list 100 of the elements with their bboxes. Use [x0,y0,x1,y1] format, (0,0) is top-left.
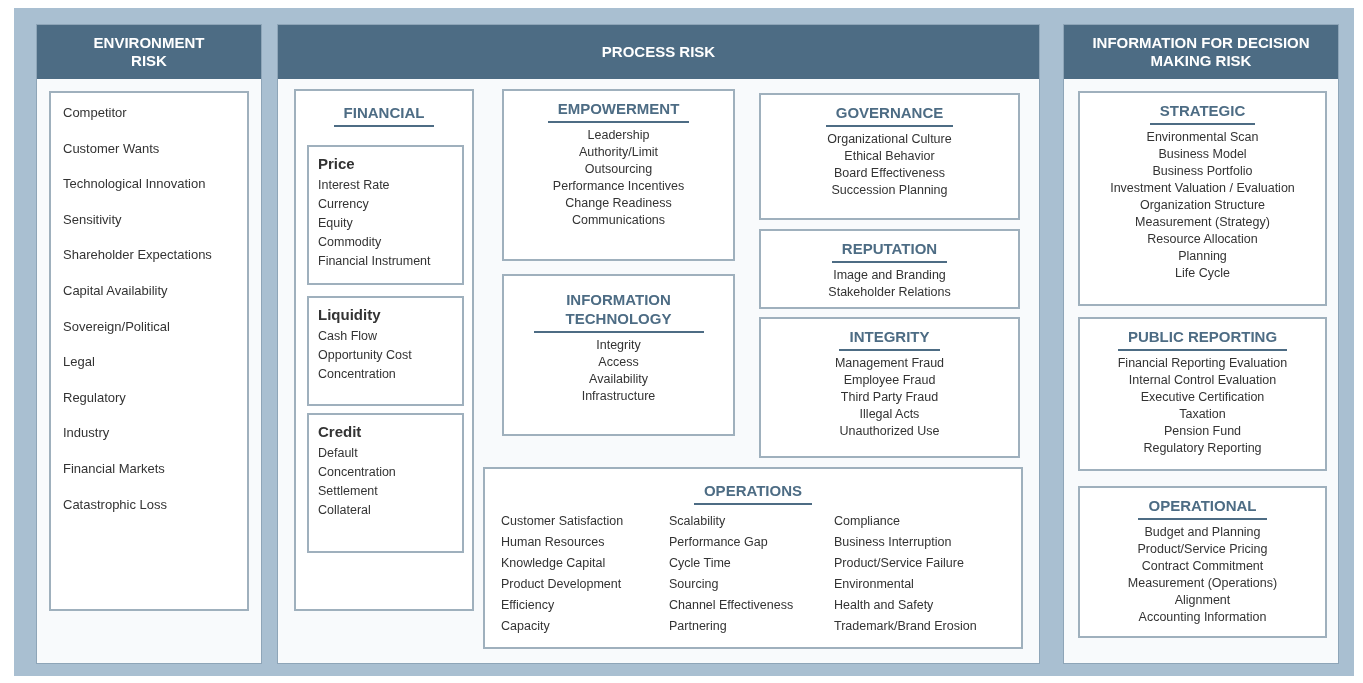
list-item: Investment Valuation / Evaluation [1109,180,1296,197]
category-box [307,145,464,285]
list-item: Integrity [595,337,642,354]
list-item: Competitor [63,104,128,122]
list-item: Contract Commitment [1140,558,1265,575]
list-item: Authority/Limit [577,144,660,161]
list-item: Availability [588,371,649,388]
list-item: Life Cycle [1174,265,1231,282]
list-item: Leadership [586,127,651,144]
category-box [307,296,464,406]
section-heading: INFORMATION TECHNOLOGY [533,290,704,333]
list-item: Business Interruption [834,534,953,551]
list-item: Product Development [501,576,623,593]
list-item: Regulatory Reporting [1142,440,1263,457]
list-item: Interest Rate [318,177,391,194]
panel-header: ENVIRONMENT RISK [37,25,261,79]
section-heading: OPERATIONAL [1138,496,1267,520]
list-item: Access [597,354,640,371]
list-item: Efficiency [501,597,556,614]
category-box [502,274,735,436]
list-item: Infrastructure [580,388,657,405]
list-item: Employee Fraud [842,372,937,389]
list-item: Communications [570,212,667,229]
list-item: Environmental Scan [1145,129,1260,146]
list-item: Capital Availability [63,281,169,300]
list-item: Compliance [834,513,901,530]
section-heading: FINANCIAL [333,103,435,127]
section-heading: OPERATIONS [693,481,813,505]
list-item: Cash Flow [318,328,379,345]
list-item: Measurement (Strategy) [1134,214,1271,231]
list-item: Customer Satisfaction [501,513,625,530]
category-box [483,467,1023,649]
list-item: Channel Effectiveness [669,597,795,614]
category-box [1078,317,1327,471]
list-box [49,91,249,611]
list-item: Settlement [318,483,379,500]
list-item: Business Portfolio [1151,163,1254,180]
list-item: Health and Safety [834,597,935,614]
subsection-heading: Credit [318,423,363,440]
list-item: Management Fraud [833,355,946,372]
list-item: Industry [63,424,111,443]
section-heading: EMPOWERMENT [547,99,690,123]
list-item: Regulatory [63,388,127,407]
list-item: Unauthorized Use [838,423,941,440]
list-item: Financial Instrument [318,253,432,270]
category-panel [277,24,1040,664]
list-item: Performance Incentives [551,178,686,195]
list-item: Succession Planning [830,182,949,199]
list-item: Executive Certification [1139,389,1266,406]
list-item: Financial Markets [63,459,166,478]
subsection-heading: Liquidity [318,306,382,323]
list-item: Scalability [669,513,727,530]
list-item: Stakeholder Relations [827,284,952,301]
list-item: Customer Wants [63,139,161,158]
list-item: Trademark/Brand Erosion [834,618,978,635]
subsection-heading: Price [318,155,356,172]
category-box [759,317,1020,458]
list-item: Outsourcing [583,161,654,178]
list-item: Product/Service Failure [834,555,965,572]
category-box [294,89,474,611]
list-item: Accounting Information [1137,609,1268,626]
section-heading: REPUTATION [831,239,948,263]
category-panel [36,24,262,664]
list-item: Planning [1177,248,1228,265]
list-item: Organization Structure [1138,197,1267,214]
list-item: Third Party Fraud [839,389,940,406]
list-item: Catastrophic Loss [63,495,169,514]
list-item: Budget and Planning [1143,524,1262,541]
list-item: Technological Innovation [63,175,207,194]
list-item: Organizational Culture [826,131,953,148]
list-item: Image and Branding [832,267,947,284]
section-heading: PUBLIC REPORTING [1117,327,1288,351]
list-item: Business Model [1157,146,1248,163]
section-heading: INTEGRITY [839,327,940,351]
list-item: Sourcing [669,576,720,593]
panel-header: PROCESS RISK [278,25,1039,79]
list-item: Legal [63,353,96,372]
list-item: Default [318,445,359,462]
list-item: Resource Allocation [1146,231,1259,248]
list-item: Equity [318,215,354,232]
list-item: Performance Gap [669,534,769,551]
list-item: Partnering [669,618,728,635]
list-item: Human Resources [501,534,606,551]
category-box [1078,91,1327,306]
list-item: Cycle Time [669,555,732,572]
section-heading: GOVERNANCE [825,103,954,127]
list-item: Product/Service Pricing [1136,541,1269,558]
list-item: Taxation [1178,406,1227,423]
list-item: Concentration [318,464,397,481]
list-item: Internal Control Evaluation [1127,372,1278,389]
list-item: Ethical Behavior [843,148,936,165]
list-item: Change Readiness [564,195,673,212]
list-item: Commodity [318,234,383,251]
list-item: Concentration [318,366,397,383]
category-box [759,93,1020,220]
category-box [502,89,735,261]
list-item: Currency [318,196,370,213]
list-item: Financial Reporting Evaluation [1116,355,1289,372]
category-box [307,413,464,553]
list-item: Alignment [1173,592,1232,609]
